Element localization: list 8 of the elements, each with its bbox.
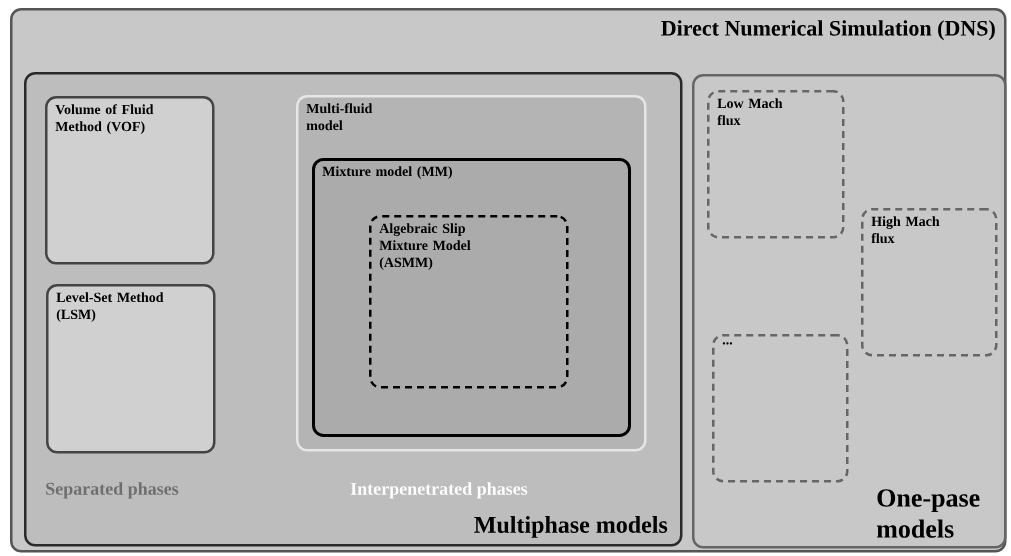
group-label: Interpenetrated phases xyxy=(350,482,528,499)
dashed-box: ... xyxy=(712,334,849,483)
dashed-box: Low Mach flux xyxy=(707,90,845,239)
dashed-box: High Mach flux xyxy=(861,208,998,357)
group-label: Separated phases xyxy=(46,482,179,499)
dashed-box: Algebraic Slip Mixture Model (ASMM) xyxy=(369,215,569,389)
box: Volume of Fluid Method (VOF) xyxy=(45,96,215,265)
box: Level-Set Method (LSM) xyxy=(46,284,216,454)
